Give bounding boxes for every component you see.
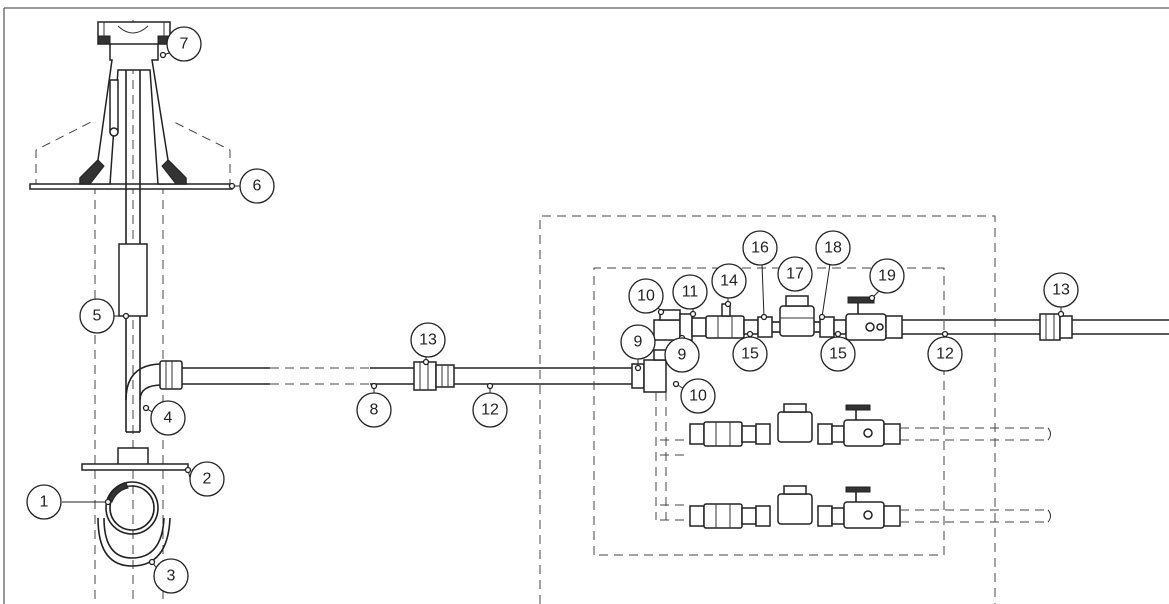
callout-4: 4 (142, 400, 186, 436)
callout-7-label: 7 (180, 36, 189, 53)
callout-12a: 12 (472, 382, 508, 428)
callout-16: 16 (742, 230, 778, 321)
callout-13b-label: 13 (1052, 282, 1070, 299)
callout-15b-label: 15 (829, 346, 847, 363)
callout-12a-label: 12 (481, 402, 499, 419)
callout-3: 3 (148, 558, 189, 594)
callout-15a: 15 (732, 330, 768, 372)
callout-14-label: 14 (720, 273, 738, 290)
callout-7: 7 (159, 26, 202, 62)
callout-6: 6 (228, 168, 275, 204)
callout-8-label: 8 (370, 402, 379, 419)
callout-10b-label: 10 (689, 388, 707, 405)
drawing-frame (3, 7, 1169, 604)
callout-14: 14 (711, 263, 747, 308)
callout-2-label: 2 (203, 471, 212, 488)
callout-4-label: 4 (164, 410, 173, 427)
callout-6-label: 6 (253, 178, 262, 195)
service-line (182, 361, 632, 391)
callout-9b-label: 9 (678, 347, 687, 364)
callout-10a: 10 (628, 278, 665, 316)
callout-5: 5 (79, 298, 130, 334)
callout-17: 17 (777, 256, 813, 292)
callout-15b: 15 (820, 330, 856, 372)
callout-12b: 12 (927, 330, 963, 372)
callout-9a: 9 (620, 324, 656, 372)
callout-12b-label: 12 (936, 346, 954, 363)
callout-9b: 9 (664, 334, 700, 373)
callout-10b: 10 (672, 378, 716, 414)
callout-13a: 13 (410, 322, 446, 366)
callout-8: 8 (356, 382, 392, 428)
callout-1-label: 1 (40, 494, 49, 511)
meter-run-2 (689, 403, 1051, 447)
callout-18: 18 (815, 230, 851, 321)
callout-2: 2 (184, 461, 225, 497)
callout-1: 1 (26, 484, 112, 520)
callout-19: 19 (868, 258, 905, 302)
callout-17-label: 17 (786, 266, 804, 283)
callout-11-label: 11 (682, 284, 699, 301)
meter-run-1 (705, 295, 1169, 341)
callout-18-label: 18 (824, 240, 842, 257)
callout-15a-label: 15 (741, 346, 759, 363)
callout-3-label: 3 (167, 568, 176, 585)
callout-5-label: 5 (93, 308, 102, 325)
callout-13a-label: 13 (419, 332, 437, 349)
callout-13b: 13 (1043, 272, 1079, 318)
callout-9a-label: 9 (634, 334, 643, 351)
callout-19-label: 19 (878, 268, 896, 285)
callout-11: 11 (672, 274, 708, 318)
meter-run-3 (689, 485, 1051, 529)
meter-box (539, 215, 996, 604)
hydrant-assembly (29, 20, 233, 604)
callout-10a-label: 10 (637, 288, 655, 305)
callout-16-label: 16 (751, 240, 769, 257)
